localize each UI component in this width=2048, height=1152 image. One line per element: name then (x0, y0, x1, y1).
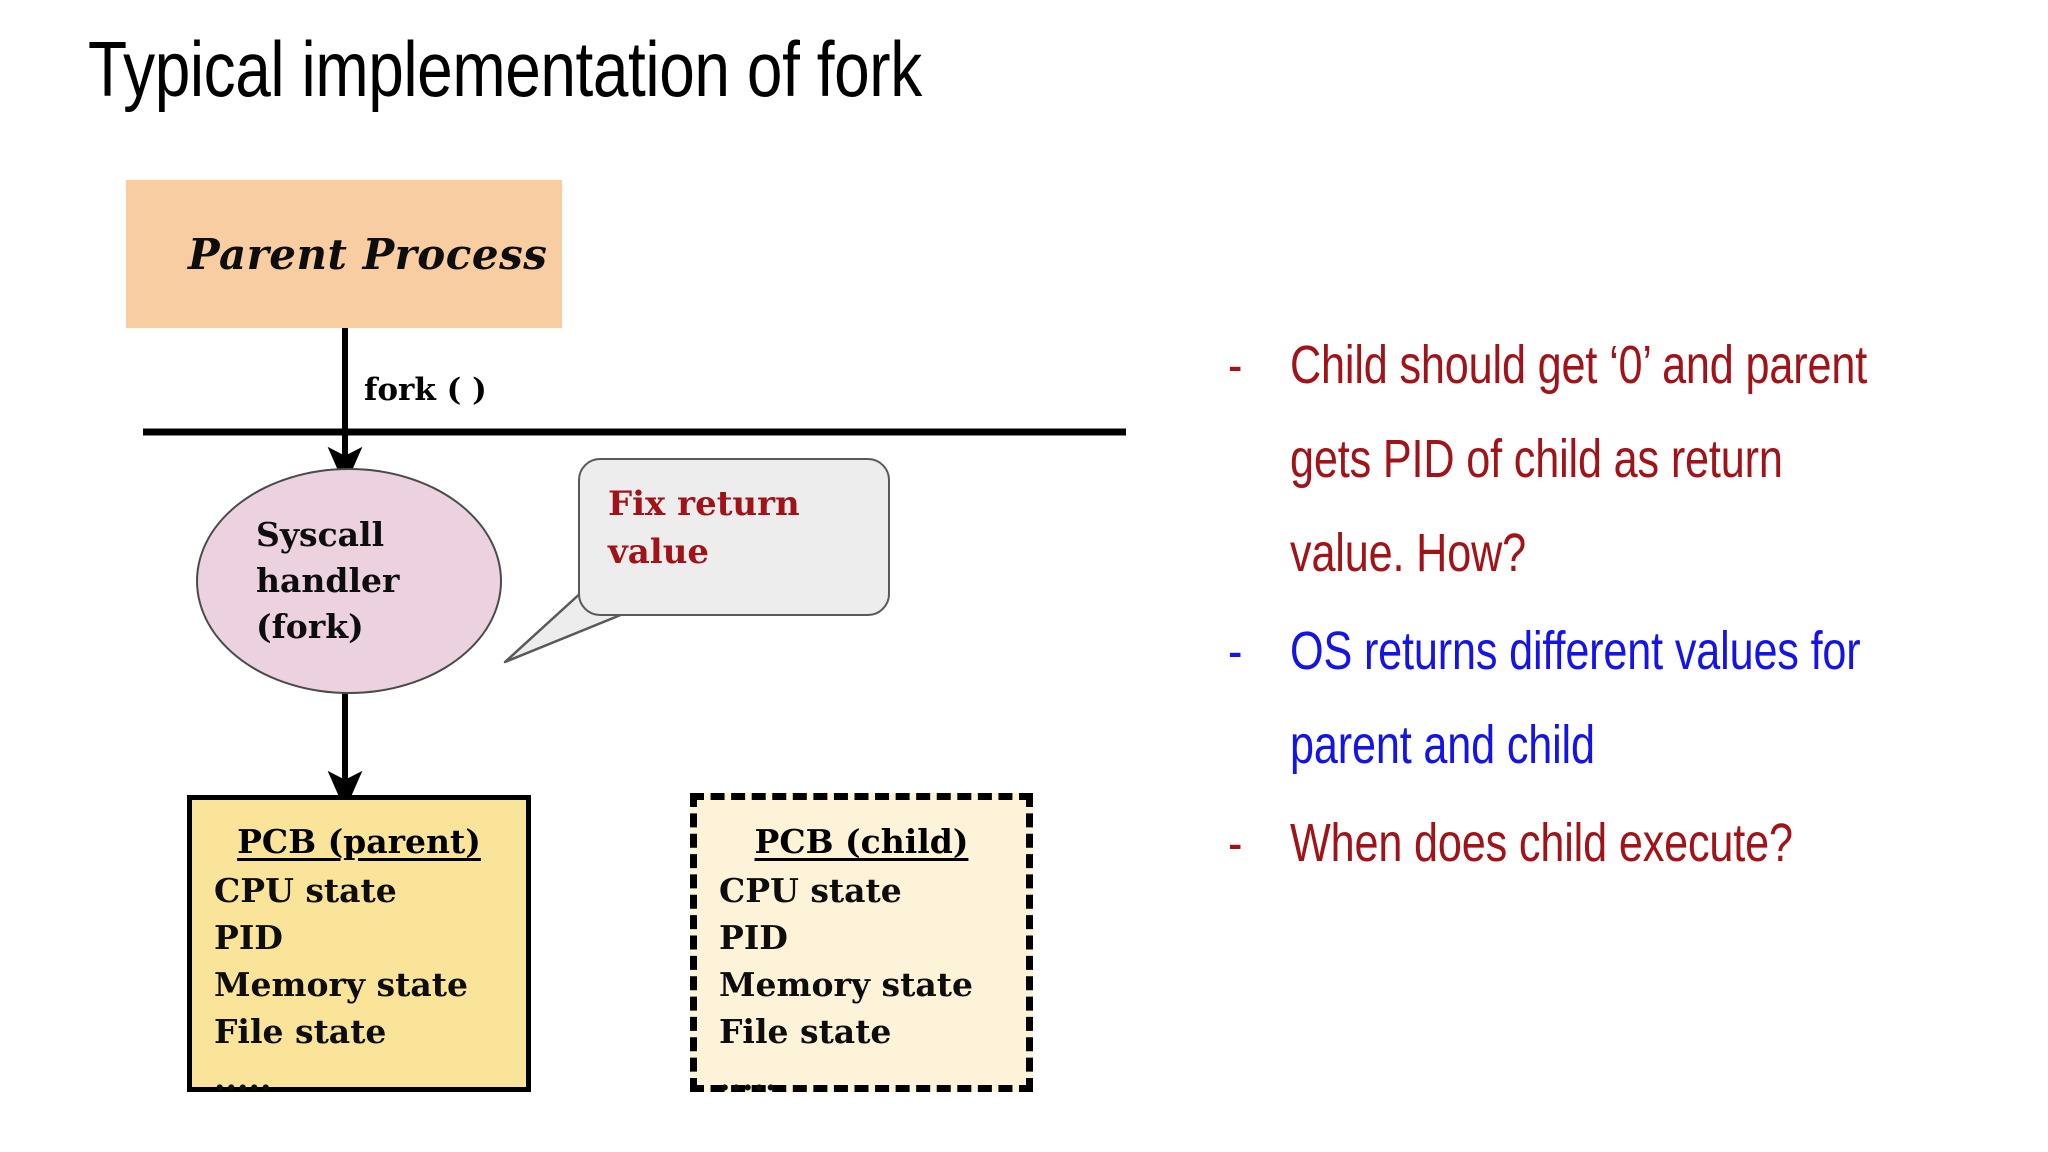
callout-line-1: Fix return (608, 484, 800, 524)
bullet-dash-2: - (1228, 621, 1243, 681)
parent-process-box: Parent Process (126, 180, 562, 328)
syscall-handler-line-2: handler (256, 561, 400, 600)
bullet-item-3: - When does child execute? (1228, 796, 2018, 890)
bullet-text-1: Child should get ‘0’ and parent gets PID… (1290, 335, 1868, 583)
pcb-parent-title: PCB (parent) (237, 822, 481, 861)
pcb-parent-box: PCB (parent) CPU state PID Memory state … (187, 795, 531, 1098)
pcb-parent-item-memory-state: Memory state (214, 965, 468, 1004)
fix-return-value-callout: Fix return value (578, 458, 890, 616)
pcb-parent-item-file-state: File state (214, 1012, 387, 1051)
parent-process-label: Parent Process (188, 229, 548, 279)
bullet-item-1: - Child should get ‘0’ and parent gets P… (1228, 318, 2018, 600)
page-title: Typical implementation of fork (88, 25, 922, 113)
pcb-child-item-memory-state: Memory state (719, 965, 973, 1004)
bullet-item-2: - OS returns different values for parent… (1228, 604, 2018, 792)
fork-implementation-diagram: Parent Process fork ( ) Syscall handler … (126, 180, 1126, 1098)
pcb-child-box: PCB (child) CPU state PID Memory state F… (690, 793, 1033, 1098)
syscall-handler-line-3: (fork) (256, 607, 364, 646)
pcb-child-item-pid: PID (719, 918, 788, 957)
bullet-text-2: OS returns different values for parent a… (1290, 621, 1861, 775)
pcb-parent-item-cpu-state: CPU state (214, 871, 397, 910)
callout-line-2: value (608, 532, 710, 572)
syscall-handler-line-1: Syscall (256, 515, 385, 554)
bullet-dash-1: - (1228, 335, 1243, 395)
syscall-handler-ellipse: Syscall handler (fork) (196, 468, 502, 694)
bullet-list: - Child should get ‘0’ and parent gets P… (1228, 318, 2018, 894)
pcb-parent-item-pid: PID (214, 918, 283, 957)
pcb-child-item-file-state: File state (719, 1012, 892, 1051)
bullet-text-3: When does child execute? (1290, 813, 1793, 873)
pcb-child-item-ellipsis: ..... (719, 1059, 777, 1098)
pcb-child-item-cpu-state: CPU state (719, 871, 902, 910)
pcb-parent-item-ellipsis: ..... (214, 1059, 272, 1098)
fork-call-label: fork ( ) (364, 372, 487, 408)
pcb-child-title: PCB (child) (754, 822, 969, 861)
bullet-dash-3: - (1228, 813, 1243, 873)
